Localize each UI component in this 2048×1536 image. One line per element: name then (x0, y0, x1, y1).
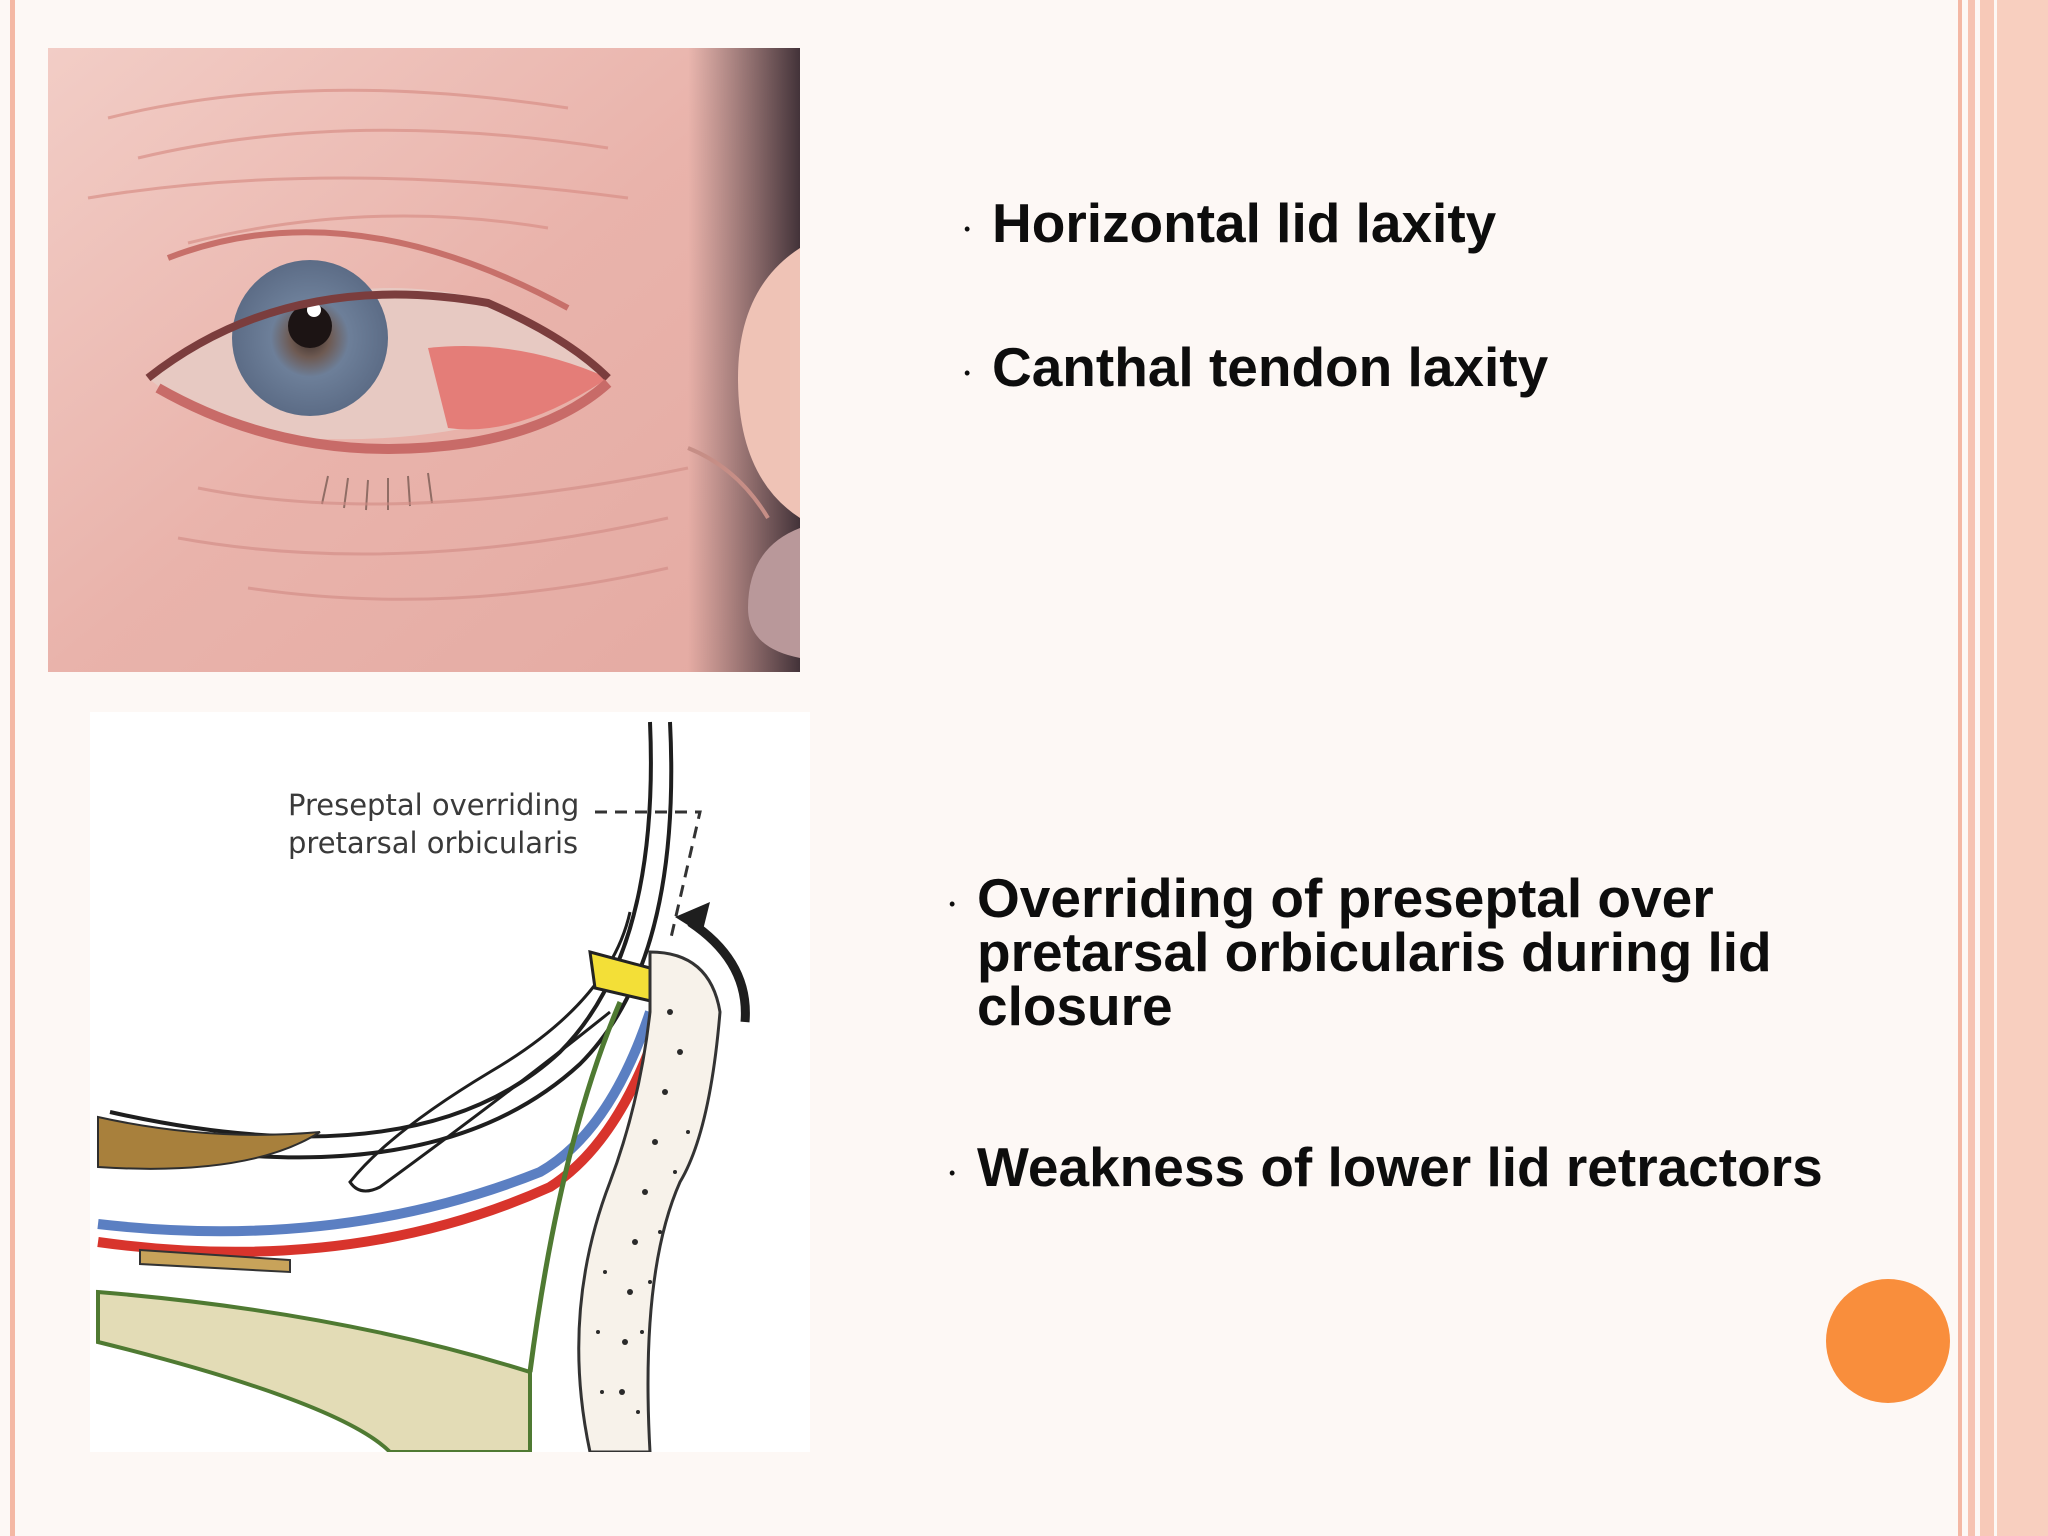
bullet-horizontal-lid-laxity: • Horizontal lid laxity (964, 196, 1496, 256)
right-stripe (1975, 0, 1980, 1536)
lid-anatomy-diagram: Preseptal overriding pretarsal orbicular… (90, 712, 810, 1452)
diagram-label-line2: pretarsal orbicularis (288, 826, 579, 860)
bullet-text: Overriding of preseptal over pretarsal o… (977, 867, 1772, 1037)
left-border (10, 0, 15, 1536)
bullet-text: Canthal tendon laxity (992, 336, 1549, 398)
right-stripe (1980, 0, 1994, 1536)
accent-circle (1826, 1279, 1950, 1403)
bullet-glyph: • (964, 363, 971, 383)
bullet-glyph: • (949, 894, 956, 914)
right-stripe (1962, 0, 1968, 1536)
bullet-weakness-retractors: • Weakness of lower lid retractors (949, 1140, 1823, 1200)
eye-photo (48, 48, 800, 672)
bullet-glyph: • (964, 219, 971, 239)
bullet-glyph: • (949, 1163, 956, 1183)
diagram-label: Preseptal overriding pretarsal orbicular… (288, 786, 579, 862)
bullet-text: Horizontal lid laxity (992, 192, 1497, 254)
bullet-overriding-preseptal: • Overriding of preseptal over pretarsal… (949, 867, 1849, 1037)
right-stripe (1968, 0, 1975, 1536)
bullet-text: Weakness of lower lid retractors (977, 1136, 1823, 1198)
diagram-label-line1: Preseptal overriding (288, 788, 580, 822)
right-stripe (1958, 0, 1962, 1536)
bullet-canthal-tendon-laxity: • Canthal tendon laxity (964, 340, 1548, 400)
right-stripe (1994, 0, 1997, 1536)
right-stripe (1997, 0, 2048, 1536)
